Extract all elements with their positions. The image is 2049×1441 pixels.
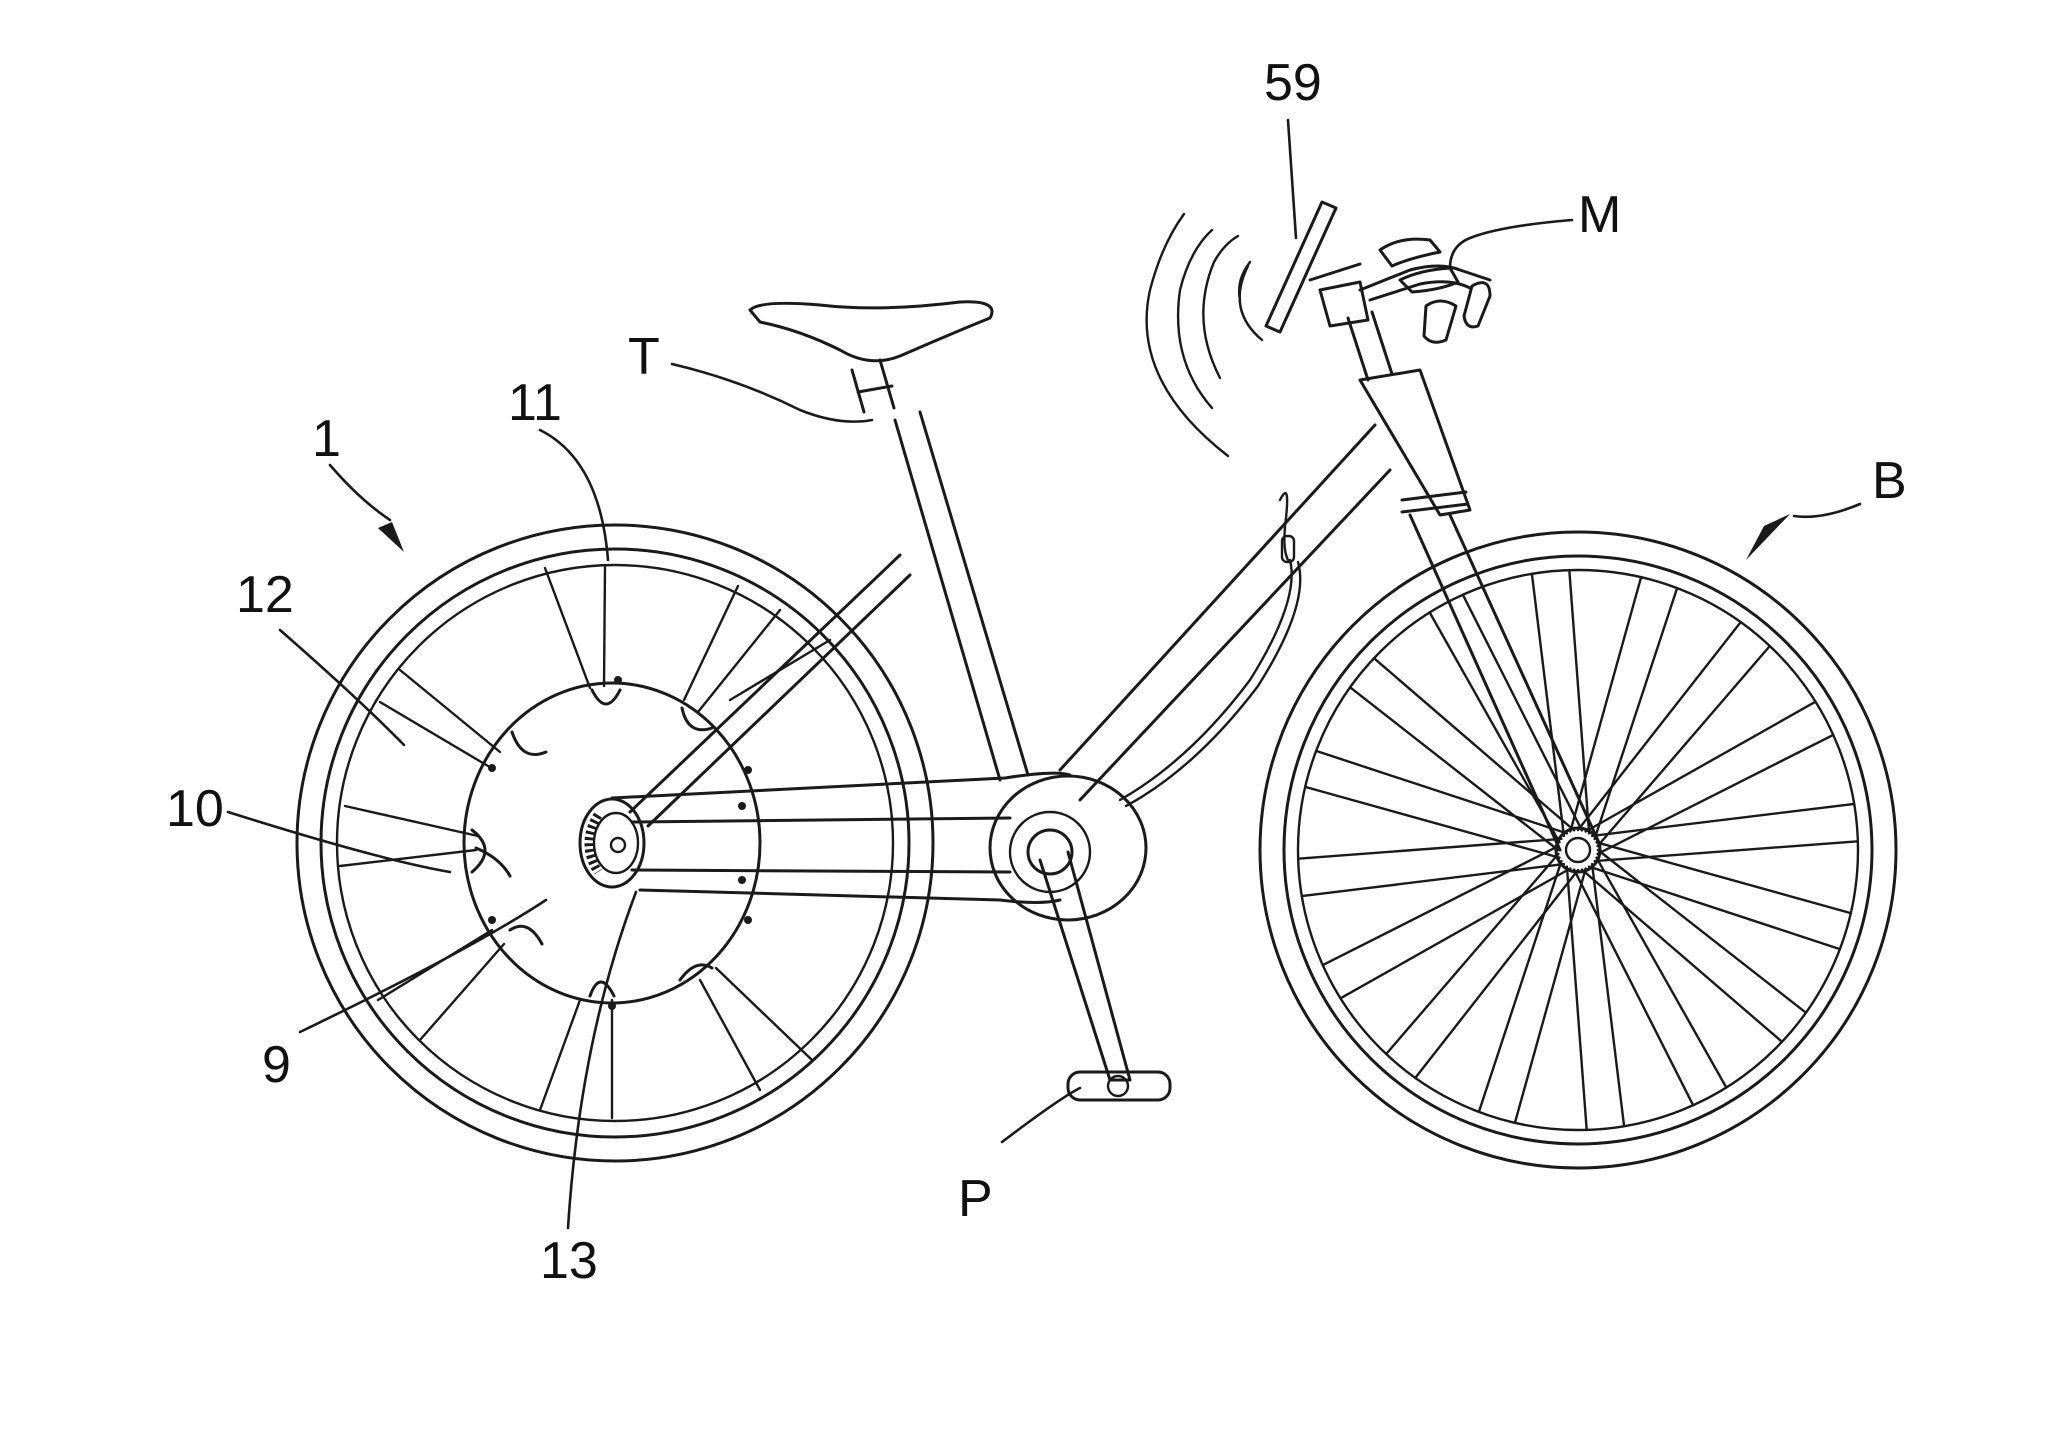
front-spoke [1350, 687, 1558, 850]
front-spoke [1592, 804, 1854, 836]
hub-slots [472, 690, 712, 996]
label-59: 59 [1264, 54, 1322, 112]
label-P: P [958, 1170, 993, 1228]
saddle-and-seatpost [750, 302, 992, 412]
rear-hub-sprocket [580, 799, 644, 887]
front-spoke [1298, 839, 1561, 859]
front-spoke [1595, 841, 1858, 861]
label-11: 11 [508, 374, 562, 432]
front-spoke [1578, 622, 1741, 830]
label-T: T [628, 328, 660, 386]
front-spoke [1323, 846, 1559, 965]
front-hub [1556, 828, 1600, 872]
label-M: M [1578, 186, 1621, 244]
front-spoke [1598, 850, 1806, 1013]
label-B: B [1872, 452, 1907, 510]
handlebar [1310, 239, 1490, 342]
label-10: 10 [166, 780, 224, 838]
front-spoke [1463, 595, 1582, 831]
front-spoke [1386, 854, 1558, 1054]
front-spoke [1592, 864, 1624, 1126]
front-spoke [1302, 864, 1564, 896]
label-9: 9 [262, 1036, 291, 1094]
label-13: 13 [540, 1232, 598, 1290]
front-spoke [1567, 867, 1587, 1130]
front-wheel [1260, 532, 1896, 1168]
front-spoke [1598, 646, 1770, 846]
front-spoke [1415, 870, 1578, 1078]
front-spoke [1574, 870, 1693, 1106]
front-spoke [1582, 870, 1782, 1042]
reference-labels: 1 11 12 10 9 13 T 59 M B P [166, 54, 1907, 1290]
front-spoke [1569, 570, 1589, 833]
front-spoke [1374, 658, 1574, 830]
rear-wheel [297, 525, 933, 1161]
label-1: 1 [312, 410, 341, 468]
label-12: 12 [236, 566, 294, 624]
front-spokes [1298, 570, 1858, 1130]
front-spoke [1598, 735, 1834, 854]
wireless-signal-arcs [1147, 214, 1262, 456]
